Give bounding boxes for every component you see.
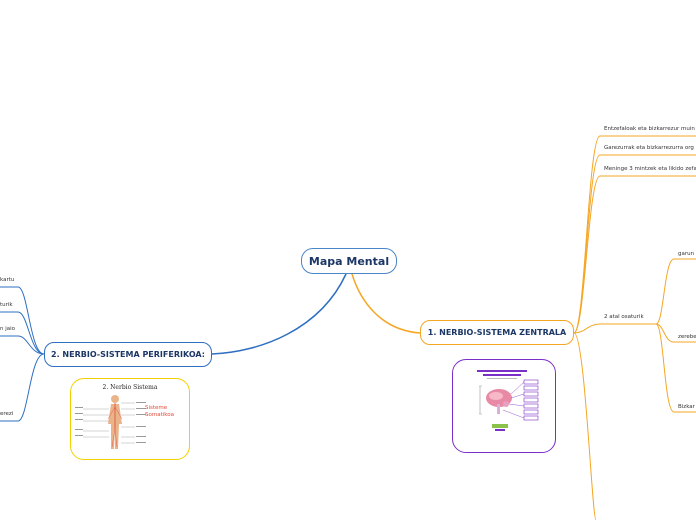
- leaf-garezurrak[interactable]: Garezurrak eta bizkarrezurra org: [604, 145, 694, 151]
- connector-sub-3: [655, 323, 696, 413]
- leaf-turik[interactable]: turik: [0, 302, 13, 308]
- subleaf-garun[interactable]: garun: [678, 251, 695, 257]
- connector-sub-2: [655, 323, 696, 343]
- connector-right-leaf-2: [573, 154, 696, 334]
- leaf-kartu[interactable]: kartu: [0, 277, 15, 283]
- branch-label: 2. NERBIO-SISTEMA PERIFERIKOA:: [51, 350, 205, 359]
- branch-label: 1. NERBIO-SISTEMA ZENTRALA: [427, 328, 567, 337]
- image-caption-somatikoa: Sisteme Somatikoa: [145, 405, 174, 418]
- leaf-entzefaloak[interactable]: Entzefaloak eta bizkarrezur muin: [604, 126, 695, 132]
- nervous-body-icon: [75, 392, 146, 449]
- branch-nerbio-sistema-zentrala[interactable]: 1. NERBIO-SISTEMA ZENTRALA: [420, 320, 574, 345]
- image-node-brain[interactable]: [452, 359, 556, 453]
- connector-root-left: [211, 273, 347, 355]
- connector-right-leaf-5: [573, 332, 597, 520]
- connector-sub-1: [655, 258, 696, 325]
- image-title: 2. Nerbio Sistema: [102, 384, 158, 391]
- connector-right-leaf-3: [573, 175, 696, 334]
- leaf-2-atal-osaturik[interactable]: 2 atal osaturik: [604, 314, 644, 320]
- connector-left-leaf-1: [0, 286, 45, 355]
- connector-right-leaf-4: [573, 323, 656, 334]
- connector-left-leaf-4: [0, 353, 45, 422]
- image-node-body[interactable]: 2. Nerbio Sistema Sisteme Somatikoa: [70, 378, 190, 460]
- connector-left-leaf-2: [0, 311, 45, 355]
- root-node[interactable]: Mapa Mental: [301, 248, 397, 274]
- subleaf-bizkar[interactable]: Bizkar: [678, 404, 695, 410]
- subleaf-zerebe[interactable]: zerebe: [678, 334, 696, 340]
- brain-diagram-icon: [467, 368, 539, 444]
- branch-nerbio-sistema-periferikoa[interactable]: 2. NERBIO-SISTEMA PERIFERIKOA:: [44, 342, 212, 367]
- connector-root-right: [351, 273, 421, 334]
- connector-left-leaf-3: [0, 335, 45, 355]
- root-label: Mapa Mental: [308, 254, 390, 268]
- leaf-meninge[interactable]: Meninge 3 mintzek eta likido zefa: [604, 166, 696, 172]
- leaf-erezi[interactable]: erezi: [0, 411, 14, 417]
- leaf-n-jaio[interactable]: n jaio: [0, 326, 16, 332]
